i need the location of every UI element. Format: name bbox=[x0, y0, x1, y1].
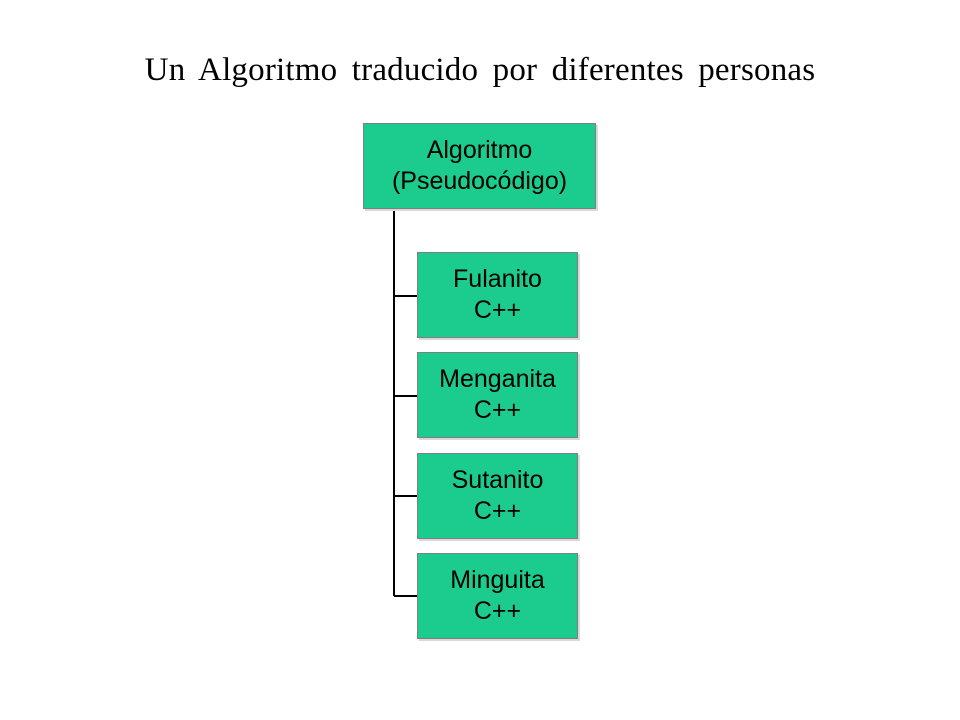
child-node-name: Fulanito bbox=[453, 265, 542, 293]
child-node-language: C++ bbox=[473, 597, 522, 625]
child-node-menganita: Menganita C++ bbox=[417, 352, 578, 438]
child-node-minguita: Minguita C++ bbox=[417, 553, 578, 639]
slide-title: Un Algoritmo traducido por diferentes pe… bbox=[144, 52, 816, 88]
child-node-language: C++ bbox=[473, 296, 522, 324]
child-node-name: Menganita bbox=[439, 365, 556, 393]
root-node-line-1: Algoritmo bbox=[426, 136, 533, 164]
child-node-name: Sutanito bbox=[451, 466, 544, 494]
child-node-name: Minguita bbox=[450, 566, 545, 594]
root-node-line-2: (Pseudocódigo) bbox=[391, 167, 568, 195]
child-node-fulanito: Fulanito C++ bbox=[417, 252, 578, 338]
child-node-language: C++ bbox=[473, 396, 522, 424]
child-node-sutanito: Sutanito C++ bbox=[417, 453, 578, 539]
root-node-algoritmo: Algoritmo (Pseudocódigo) bbox=[363, 123, 596, 209]
child-node-language: C++ bbox=[473, 497, 522, 525]
